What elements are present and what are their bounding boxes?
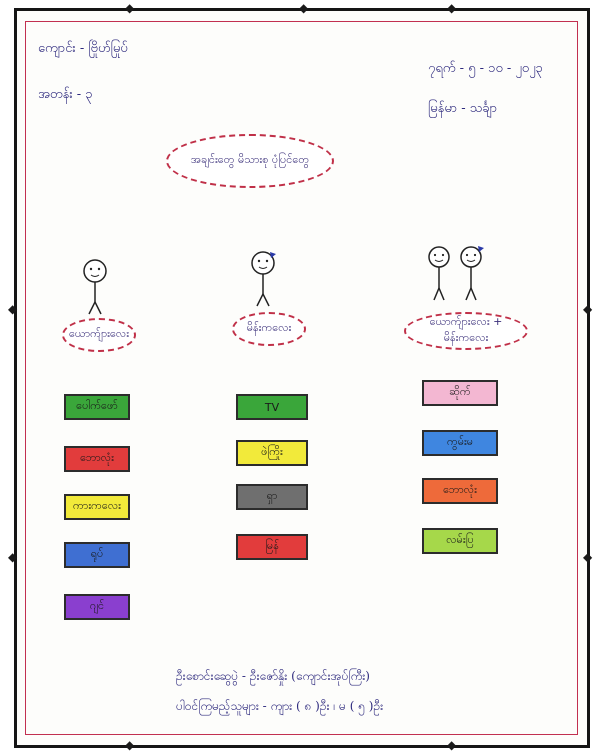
item-label: ကွမ်းမ xyxy=(447,435,473,451)
item-box: ကားကလေး xyxy=(64,494,130,520)
item-box: ဂျင် xyxy=(64,594,130,620)
boy-and-girl-figure-icon xyxy=(426,244,490,304)
footer-line-1: ဦးစောင်းဆွေပွဲ - ဦးဇော်နှိုး (ကျောင်းအုပ… xyxy=(176,668,370,686)
item-label: ဂျင် xyxy=(90,599,104,615)
header-school: ကျောင်း - ဗြိုဟ်မြုပ် xyxy=(38,40,128,59)
item-label: ကားကလေး xyxy=(73,499,121,515)
header-grade: အတန်း - ၃ xyxy=(38,86,93,105)
item-label: ဘောလုံး xyxy=(80,451,114,467)
item-box: ဖဲကြိုး xyxy=(236,440,308,466)
item-box: မြန် xyxy=(236,534,308,560)
arrow-mark-icon: ◆ xyxy=(447,739,456,751)
item-label: လမ်းပြ xyxy=(446,533,474,549)
girl-figure-icon xyxy=(248,250,280,308)
item-label: TV xyxy=(265,401,279,414)
item-box: TV xyxy=(236,394,308,420)
arrow-mark-icon: ◆ xyxy=(583,303,592,315)
item-box: ပေါက်ဖော် xyxy=(64,394,130,420)
item-box: ရှာ xyxy=(236,484,308,510)
group-label-cloud-boy: ယောက်ျားလေး xyxy=(62,318,136,352)
arrow-mark-icon: ◆ xyxy=(8,551,17,563)
group-label-boy: ယောက်ျားလေး xyxy=(69,327,129,343)
item-label: ဖဲကြိုး xyxy=(261,445,283,461)
group-label-both: ယောက်ျားလေး + မိန်းကလေး xyxy=(406,315,526,347)
item-label: ရုပ် xyxy=(91,547,104,563)
arrow-mark-icon: ◆ xyxy=(447,2,456,14)
red-border-frame: ကျောင်း - ဗြိုဟ်မြုပ် အတန်း - ၃ ၇ရက် - ၅… xyxy=(25,21,578,735)
header-date: ၇ရက် - ၅ - ၁၀ - ၂၀၂၃ xyxy=(428,60,543,79)
arrow-mark-icon: ◆ xyxy=(8,303,17,315)
item-label: မြန် xyxy=(265,539,279,555)
title-cloud: အချင်းတွေ မိသားစု ပုံပြင်တွေ xyxy=(166,134,334,188)
item-label: ဘောလုံး xyxy=(443,483,477,499)
item-box: ဘောလုံး xyxy=(64,446,130,472)
item-label: ရှာ xyxy=(267,489,278,505)
arrow-mark-icon: ◆ xyxy=(583,551,592,563)
group-label-cloud-both: ယောက်ျားလေး + မိန်းကလေး xyxy=(404,312,528,350)
group-label-girl: မိန်းကလေး xyxy=(247,321,292,337)
item-box: ကွမ်းမ xyxy=(422,430,498,456)
item-box: ရုပ် xyxy=(64,542,130,568)
item-box: ဆိုက် xyxy=(422,380,498,406)
arrow-mark-icon: ◆ xyxy=(125,2,134,14)
item-label: ပေါက်ဖော် xyxy=(76,399,118,415)
arrow-mark-icon: ◆ xyxy=(299,2,308,14)
header-subject: မြန်မာ - သင်္ချာ xyxy=(428,100,497,119)
item-label: ဆိုက် xyxy=(449,385,470,401)
worksheet-paper: ကျောင်း - ဗြိုဟ်မြုပ် အတန်း - ၃ ၇ရက် - ၅… xyxy=(14,8,590,748)
page-title: အချင်းတွေ မိသားစု ပုံပြင်တွေ xyxy=(191,153,309,169)
boy-figure-icon xyxy=(80,258,110,316)
arrow-mark-icon: ◆ xyxy=(125,739,134,751)
item-box: ဘောလုံး xyxy=(422,478,498,504)
item-box: လမ်းပြ xyxy=(422,528,498,554)
group-label-cloud-girl: မိန်းကလေး xyxy=(232,312,306,346)
footer-line-2: ပါဝင်ကြမည့်သူများ - ကျား ( ၈ )ဦး ၊ မ ( ၅… xyxy=(176,698,383,716)
